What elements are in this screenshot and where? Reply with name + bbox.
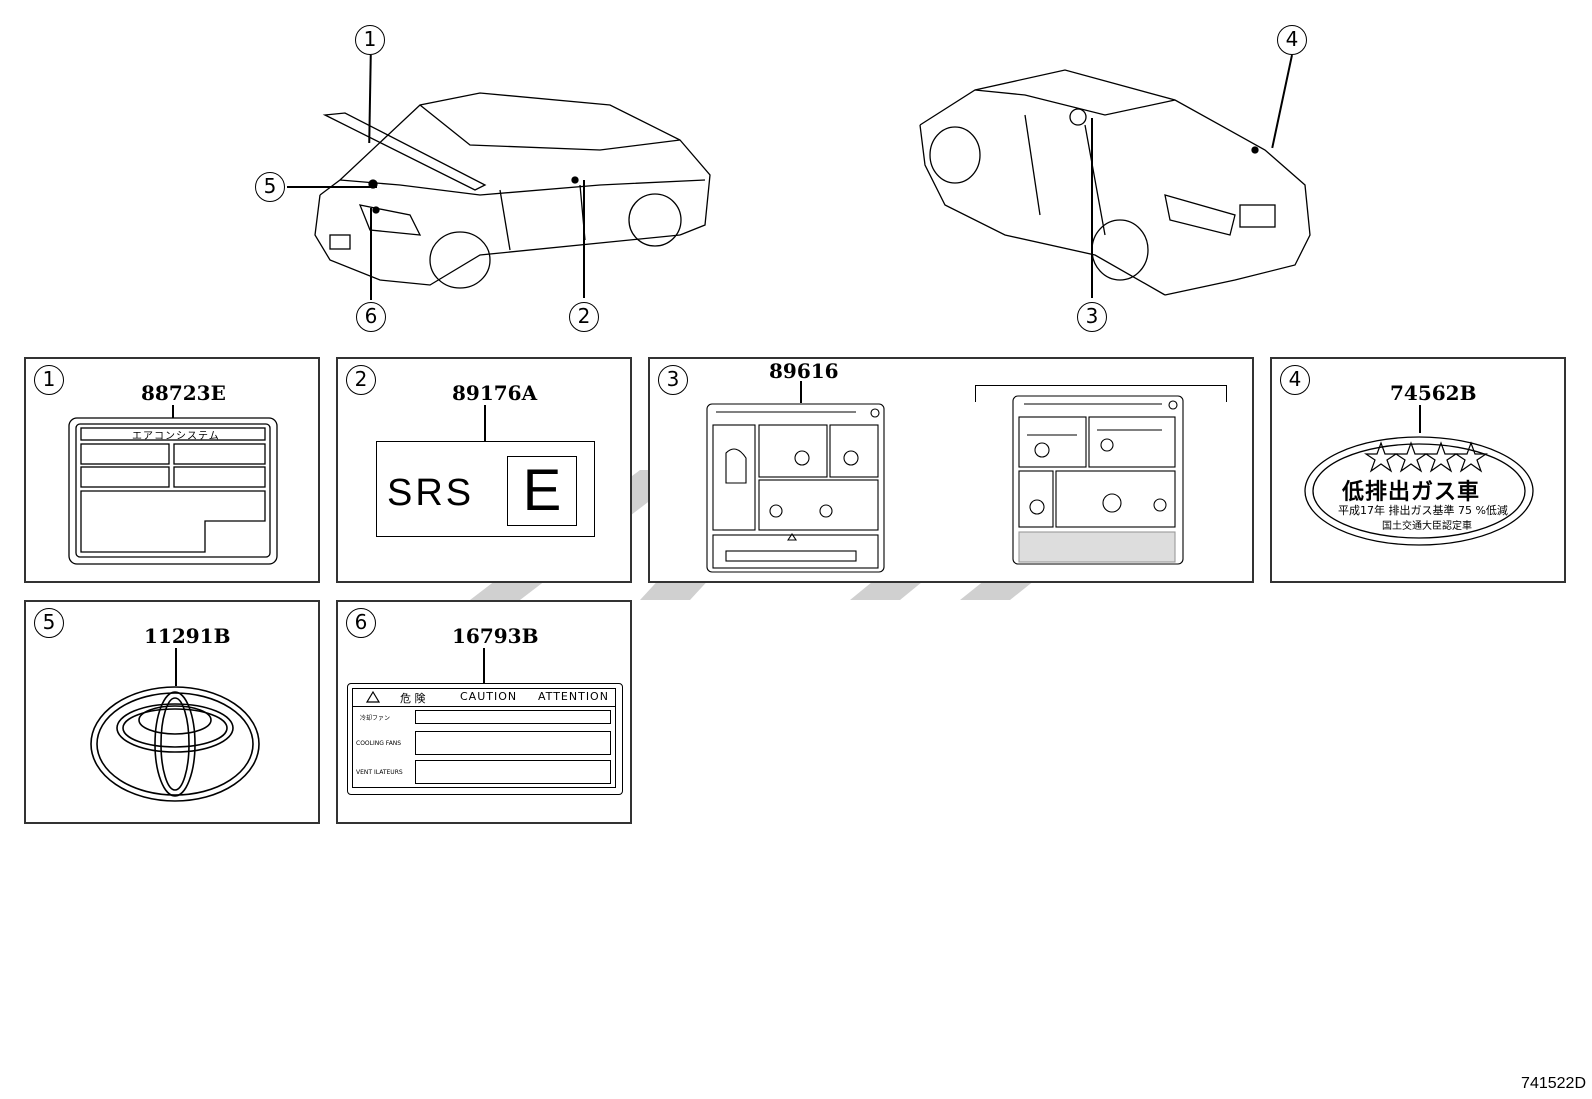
panel-2-leader	[484, 405, 486, 441]
emission-label	[1304, 436, 1534, 546]
aircon-title: エアコンシステム	[132, 431, 220, 442]
callout-3-leader	[1091, 118, 1093, 298]
callout-2: 2	[569, 302, 599, 332]
caution-en: CAUTION	[460, 690, 518, 703]
panel-6-leader	[483, 648, 485, 684]
callout-3: 3	[1077, 302, 1107, 332]
srs-label: SRS E	[376, 441, 595, 537]
car-front-view	[314, 92, 711, 289]
callout-6: 6	[356, 302, 386, 332]
callout-2-leader	[583, 180, 585, 298]
panel-6-index: 6	[346, 608, 376, 638]
panel-5-index: 5	[34, 608, 64, 638]
fan-label-jp: 冷却ファン	[360, 715, 391, 722]
panel-6: 6 16793B 危 険 CAUTION ATTENTION 冷却ファン COO…	[336, 600, 632, 824]
panel-1-part-number: 88723E	[141, 381, 226, 405]
caution-label: 危 険 CAUTION ATTENTION 冷却ファン COOLING FANS…	[347, 683, 623, 795]
warning-triangle-icon	[365, 690, 381, 703]
panel-3-part-number: 89616	[769, 359, 839, 383]
fan-row-en-box	[415, 731, 611, 755]
panel-3: 3 89616	[648, 357, 1254, 583]
caution-divider	[352, 706, 616, 708]
emission-line2: 国土交通大臣認定車	[1382, 521, 1472, 532]
caution-danger-jp: 危 険	[400, 692, 426, 705]
panel-4-leader	[1419, 405, 1421, 433]
srs-text: SRS	[387, 472, 475, 514]
panel-1-leader	[172, 405, 174, 418]
callout-5-leader	[287, 186, 377, 188]
fan-row-jp-box	[415, 710, 611, 724]
srs-letter-box: E	[507, 456, 577, 526]
panel-2-part-number: 89176A	[452, 381, 538, 405]
fan-label-fr: VENT ILATEURS	[356, 769, 403, 776]
stars	[1364, 441, 1488, 473]
panel-2-index: 2	[346, 365, 376, 395]
engine-start-label-b	[1012, 395, 1184, 565]
fan-row-fr-box	[415, 760, 611, 784]
panel-4-part-number: 74562B	[1390, 381, 1477, 405]
emission-title: 低排出ガス車	[1342, 480, 1481, 505]
figure-code: 741522D	[1521, 1075, 1586, 1092]
emission-line1: 平成17年 排出ガス基準 75 %低減	[1338, 504, 1508, 517]
aircon-label	[68, 417, 278, 565]
panel-3-leader	[800, 381, 802, 403]
panel-1: 1 88723E エアコンシステム	[24, 357, 320, 583]
fan-label-en: COOLING FANS	[356, 740, 402, 747]
panel-6-part-number: 16793B	[452, 624, 539, 648]
panel-5-leader	[175, 648, 177, 686]
car-rear-view	[919, 69, 1311, 296]
caution-fr: ATTENTION	[538, 690, 609, 703]
callout-4: 4	[1277, 25, 1307, 55]
callout-6-leader	[370, 208, 372, 300]
srs-letter: E	[522, 458, 562, 523]
variant-bracket	[975, 385, 1227, 402]
toyota-emblem	[90, 686, 260, 802]
engine-start-label-a	[706, 403, 885, 573]
panel-5-part-number: 11291B	[144, 624, 231, 648]
callout-1: 1	[355, 25, 385, 55]
panel-4-index: 4	[1280, 365, 1310, 395]
panel-2: 2 89176A SRS E	[336, 357, 632, 583]
panel-1-index: 1	[34, 365, 64, 395]
panel-5: 5 11291B	[24, 600, 320, 824]
callout-5: 5	[255, 172, 285, 202]
caution-label-inner	[352, 688, 616, 788]
panel-4: 4 74562B 低排出ガス車 平成17年 排出ガス基準 75 %低減 国土交通…	[1270, 357, 1566, 583]
panel-3-index: 3	[658, 365, 688, 395]
